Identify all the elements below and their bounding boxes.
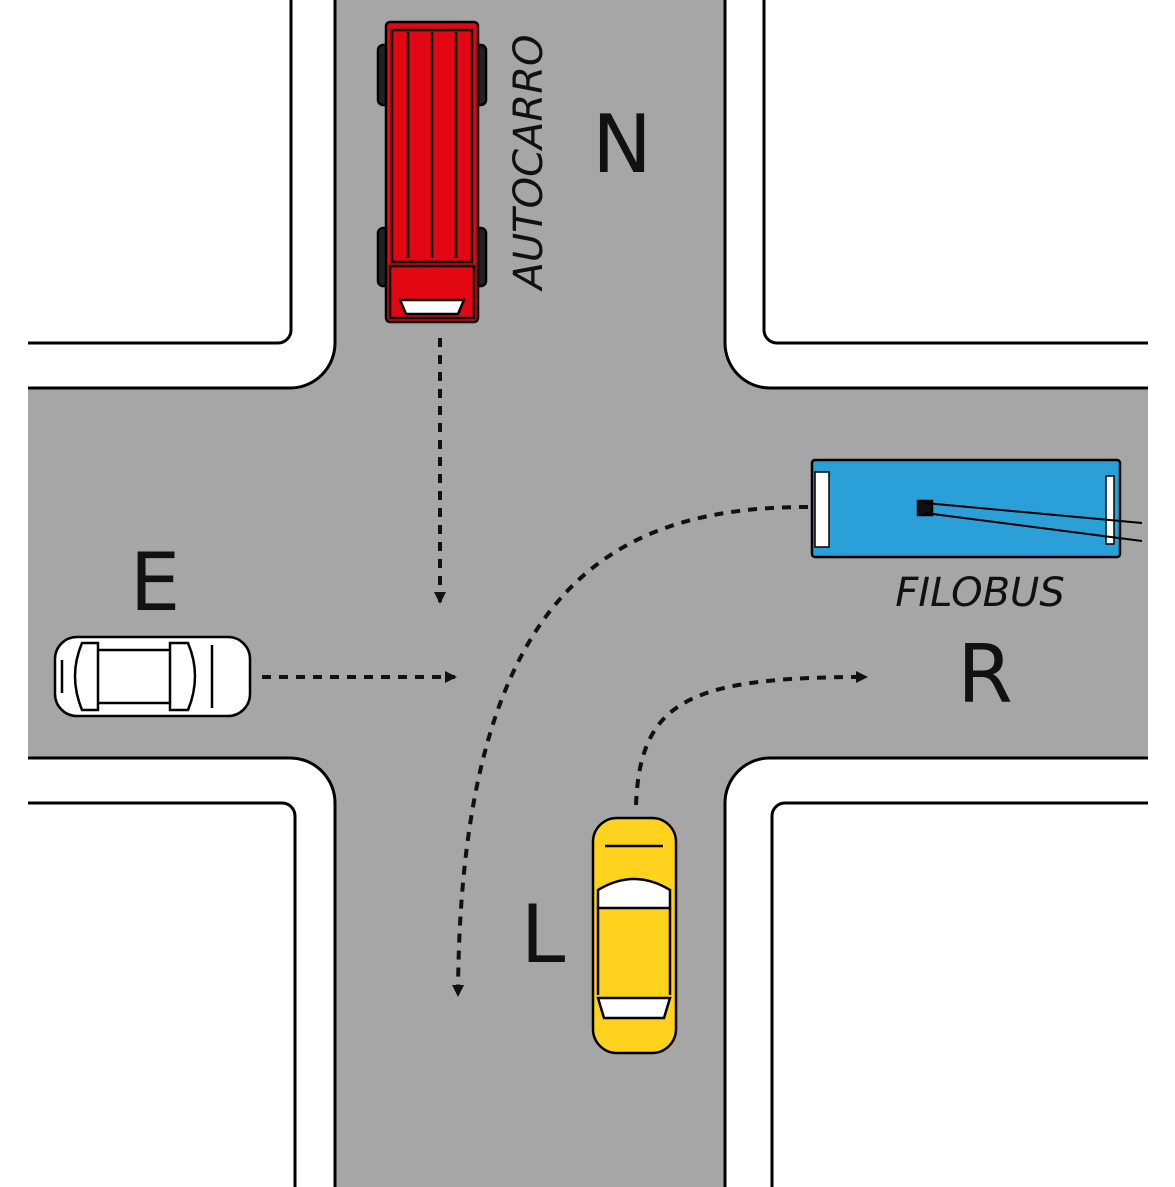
trajectories — [262, 338, 868, 997]
block-lines — [28, 0, 1148, 1187]
label-east-road: E — [130, 536, 181, 629]
trolleybus-filobus — [810, 458, 1143, 559]
label-bottom-road: L — [521, 888, 566, 981]
truck-autocarro — [376, 20, 488, 324]
label-trolleybus: FILOBUS — [895, 570, 1064, 616]
car-yellow — [591, 816, 678, 1055]
label-truck: AUTOCARRO — [506, 35, 552, 293]
car-white — [53, 635, 252, 718]
car-white-body — [53, 635, 252, 718]
arrow-trolleybus-left-turn — [452, 505, 809, 997]
trolleybus-body — [810, 458, 1122, 559]
label-right-road: R — [957, 628, 1013, 721]
car-yellow-body — [591, 816, 678, 1055]
arrow-yellow-car-right-turn — [634, 671, 868, 806]
curb-lines — [28, 0, 1148, 1187]
label-north: N — [592, 98, 652, 191]
